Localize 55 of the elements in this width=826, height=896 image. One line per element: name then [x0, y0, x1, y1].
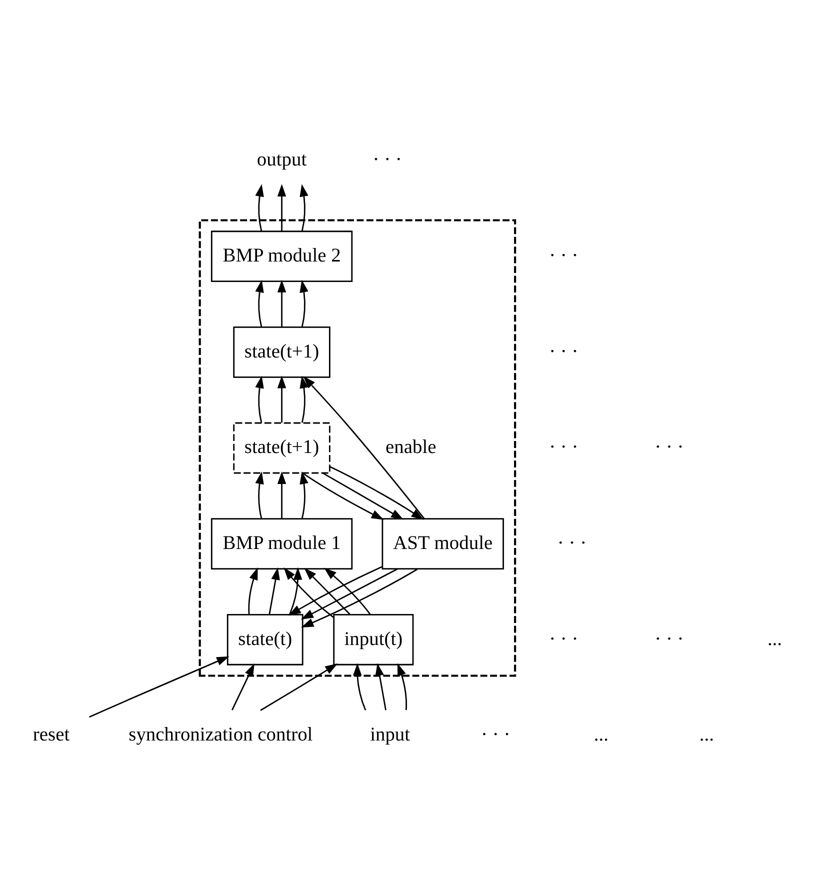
node-box: input(t) [333, 614, 414, 666]
edge-label: enable [386, 437, 436, 458]
arrow [255, 280, 264, 327]
label: · · · [481, 724, 510, 746]
label: · · · [549, 628, 578, 650]
arrow [322, 472, 404, 520]
label: · · · [654, 437, 684, 458]
node-text: synchronization control [128, 724, 313, 746]
arrow [375, 663, 386, 710]
arrow [303, 376, 425, 520]
arrow [255, 376, 264, 423]
node-text: output [256, 150, 307, 171]
node-box: state(t+1) [233, 326, 330, 378]
label: · · · [549, 437, 578, 458]
label: · · · [557, 532, 587, 554]
arrow [289, 567, 302, 615]
arrow [268, 567, 280, 614]
label: ... [699, 724, 714, 746]
arrow [352, 663, 366, 710]
arrow [277, 472, 286, 518]
arrow [302, 472, 384, 520]
label: · · · [372, 150, 402, 171]
arrow [324, 568, 371, 615]
arrow [284, 567, 334, 618]
arrow [277, 184, 286, 232]
arrow [255, 472, 264, 519]
arrow [300, 184, 308, 232]
arrow [304, 568, 350, 615]
arrow [300, 472, 308, 519]
arrow [300, 280, 308, 327]
label: · · · [549, 246, 578, 267]
node-box: state(t) [226, 614, 304, 666]
label: ... [767, 628, 782, 650]
arrow [300, 568, 398, 620]
node-text: reset [32, 724, 70, 746]
arrow [260, 664, 338, 711]
node-text: input [370, 724, 410, 746]
arrow [277, 280, 286, 327]
node-box: BMP module 1 [210, 518, 353, 570]
arrow [255, 184, 264, 232]
arrow [89, 656, 230, 718]
arrow [330, 466, 424, 520]
arrow [248, 567, 258, 614]
arrow [397, 663, 407, 710]
node-box: BMP module 2 [210, 230, 353, 282]
label: · · · [654, 628, 684, 650]
arrow [231, 663, 254, 710]
arrow [277, 376, 286, 423]
label: ... [594, 724, 608, 746]
label: · · · [549, 341, 578, 362]
arrow [301, 568, 418, 628]
node-box: AST module [382, 518, 504, 570]
node-box: state(t+1) [233, 422, 330, 474]
arrow [300, 376, 308, 423]
arrow [288, 566, 383, 616]
